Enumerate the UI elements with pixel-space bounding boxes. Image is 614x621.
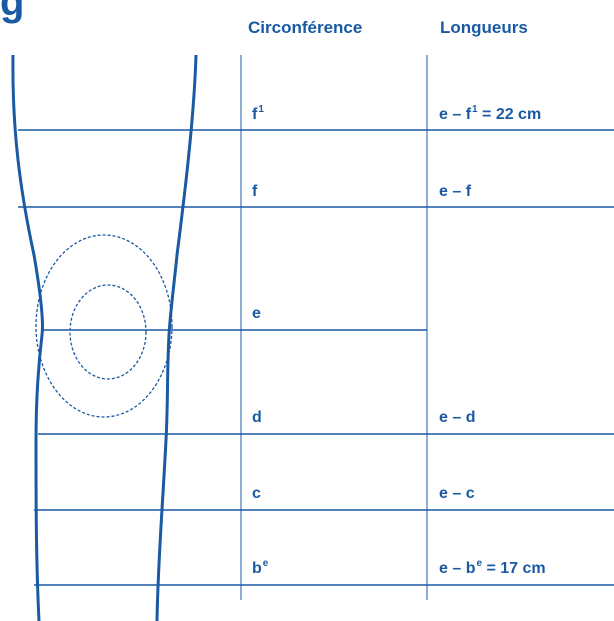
- title-fragment: g: [0, 0, 25, 24]
- circ-label-f: f: [252, 183, 258, 200]
- length-label-e-c: e – c: [439, 485, 475, 502]
- circ-label-e: e: [252, 305, 261, 322]
- leg-right-contour: [155, 54, 198, 621]
- circ-label-c: c: [252, 485, 261, 502]
- knee-outer-outline: [35, 234, 173, 418]
- leg-left-contour: [11, 54, 44, 621]
- header-lengths: Longueurs: [440, 18, 528, 37]
- length-label-e-f1: e – f1 = 22 cm: [439, 104, 542, 123]
- header-circumference: Circonférence: [248, 18, 363, 37]
- circ-label-d: d: [252, 409, 262, 426]
- circ-label-b: be: [252, 558, 269, 577]
- length-label-e-d: e – d: [439, 409, 476, 426]
- circ-label-f1: f1: [252, 104, 264, 123]
- length-label-e-b: e – be = 17 cm: [439, 558, 546, 577]
- kneecap-outline: [69, 284, 147, 380]
- length-label-e-f: e – f: [439, 183, 472, 200]
